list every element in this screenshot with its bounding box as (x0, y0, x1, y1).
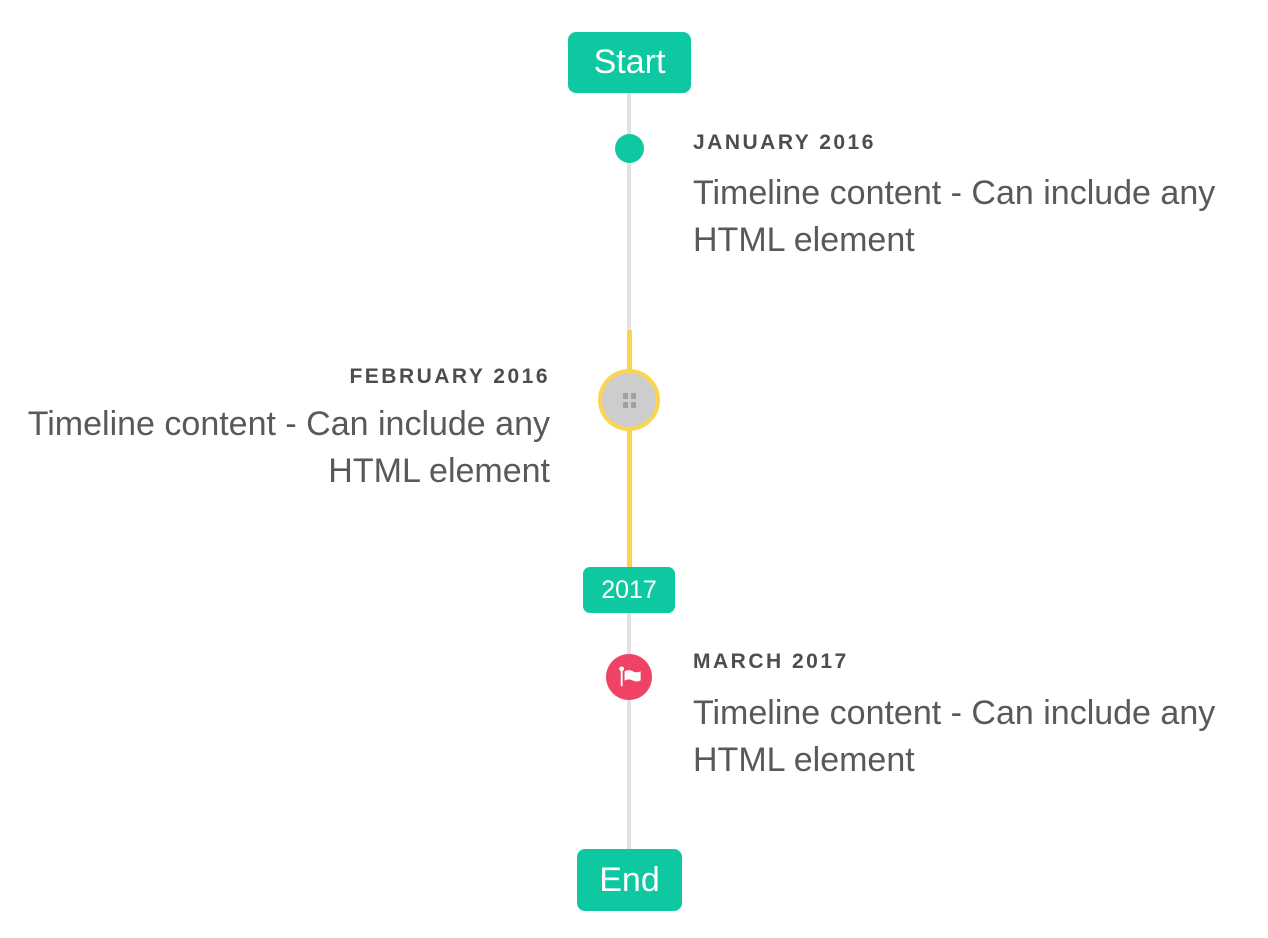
end-badge-label: End (599, 860, 660, 899)
start-badge-label: Start (593, 43, 666, 81)
year-badge-label: 2017 (601, 575, 657, 604)
item-title-january-2016: JANUARY 2016 (693, 131, 876, 154)
timeline-line-segment-highlight (626, 330, 632, 567)
item-title-february-2016: FEBRUARY 2016 (349, 365, 550, 388)
broken-image-icon (622, 392, 636, 408)
timeline-marker-dot (614, 133, 644, 163)
year-badge: 2017 (583, 567, 675, 613)
timeline-line-segment-top (627, 93, 631, 330)
timeline-marker-image-circle (598, 369, 660, 431)
timeline-line-segment-bottom (627, 613, 631, 849)
end-badge: End (577, 849, 682, 911)
start-badge: Start (568, 32, 691, 93)
item-title-march-2017: MARCH 2017 (693, 650, 849, 673)
item-content-january-2016: Timeline content - Can include any HTML … (693, 174, 1216, 259)
flag-icon (616, 664, 643, 691)
item-content-march-2017: Timeline content - Can include any HTML … (693, 694, 1216, 779)
timeline-marker-flag-circle (606, 654, 652, 700)
item-content-february-2016: Timeline content - Can include any HTML … (27, 405, 550, 490)
